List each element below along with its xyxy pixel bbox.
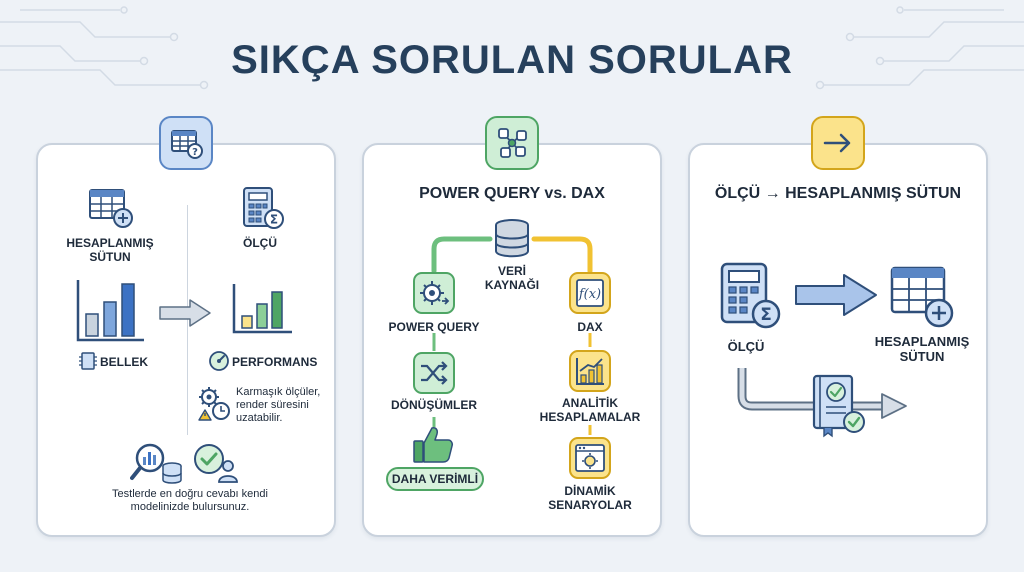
svg-text:?: ? (192, 147, 198, 158)
big-arrow-right-icon (795, 274, 877, 316)
arrow-right-badge-icon (811, 116, 865, 170)
memory-label: BELLEK (100, 355, 148, 369)
magnifier-data-icon (130, 443, 182, 484)
power-query-vs-dax-heading: POWER QUERY vs. DAX (419, 185, 605, 202)
transformations-label: DÖNÜŞÜMLER (391, 398, 477, 412)
analytic-label: ANALİTİK HESAPLAMALAR (539, 396, 641, 424)
measure-to-calc-column-heading: ÖLÇÜ → HESAPLANMIŞ SÜTUN (714, 185, 962, 202)
calc-column-table-icon (89, 189, 133, 228)
footer-text: Testlerde en doğru cevabı kendi modelini… (112, 488, 268, 513)
calculator-sigma-icon: Σ (243, 187, 284, 229)
page-title: SIKÇA SORULAN SORULAR (231, 38, 793, 82)
gear-clock-warning-icon (198, 387, 230, 421)
more-efficient-badge: DAHA VERİMLİ (386, 467, 484, 491)
dax-label: DAX (577, 320, 603, 334)
bar-chart-memory-icon (76, 280, 144, 342)
memory-chip-icon (79, 352, 97, 370)
power-query-label: POWER QUERY (388, 320, 480, 334)
measure-label: ÖLÇÜ (243, 236, 277, 250)
shuffle-transform-icon (413, 352, 455, 394)
data-source-label: VERİ KAYNAĞI (484, 264, 540, 292)
gauge-icon (209, 351, 229, 371)
table-question-icon: ? (159, 116, 213, 170)
user-check-icon (194, 444, 238, 483)
circuit-decoration-left (0, 6, 209, 90)
dynamic-window-gear-icon (569, 437, 611, 479)
calculator-sigma-large-icon: Σ (720, 262, 781, 329)
thumbs-up-icon (413, 427, 453, 463)
panel-measure-to-calc-column (688, 143, 988, 537)
svg-text:Σ: Σ (270, 213, 278, 227)
analytic-chart-icon (569, 350, 611, 392)
dax-function-icon: f(x) (569, 272, 611, 314)
column-divider (187, 205, 188, 435)
calc-column-label-p3: HESAPLANMIŞ SÜTUN (874, 334, 970, 364)
performance-label: PERFORMANS (232, 355, 318, 369)
svg-text:f(x): f(x) (578, 287, 601, 302)
flow-nodes-icon (485, 116, 539, 170)
warning-text: Karmaşık ölçüler, render süresini uzatab… (236, 386, 321, 424)
table-plus-large-icon (890, 266, 954, 328)
bar-chart-performance-icon (232, 284, 292, 334)
svg-text:Σ: Σ (760, 305, 772, 325)
flow-connectors (431, 236, 593, 435)
approved-document-icon (812, 374, 865, 438)
database-icon (495, 219, 529, 258)
loop-arrow-icon (737, 368, 907, 419)
arrow-right-icon (159, 299, 211, 327)
dynamic-label: DİNAMİK SENARYOLAR (548, 484, 632, 512)
power-query-gear-icon (413, 272, 455, 314)
calc-column-label: HESAPLANMIŞ SÜTUN (66, 236, 154, 264)
measure-label-p3: ÖLÇÜ (727, 339, 765, 354)
circuit-decoration-right (815, 6, 1024, 90)
